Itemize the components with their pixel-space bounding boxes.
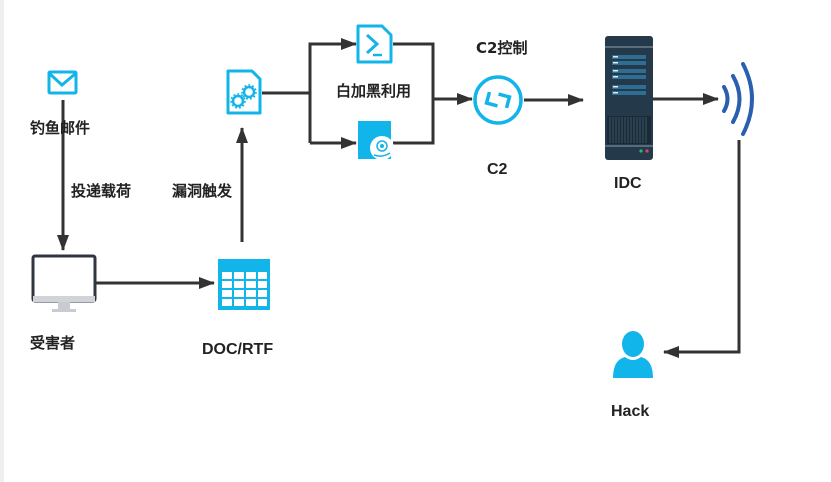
node-label-victim: 受害者 (30, 334, 76, 352)
wireless-signal-icon[interactable] (722, 62, 754, 136)
edge-label-vuln-trigger: 漏洞触发 (172, 182, 233, 200)
table-document-icon[interactable] (218, 259, 270, 310)
gear-document-icon[interactable] (226, 69, 262, 115)
edge-label-whitelist-abuse: 白加黑利用 (336, 82, 412, 100)
node-label-doc: DOC/RTF (202, 341, 274, 358)
edge-exploit-to-branches (262, 38, 357, 149)
user-icon[interactable] (613, 331, 653, 378)
left-edge-strip (0, 0, 4, 482)
installer-disc-icon[interactable] (358, 121, 394, 160)
node-label-phishing-mail: 钓鱼邮件 (30, 119, 91, 137)
node-label-c2: C2 (487, 161, 508, 178)
edge-label-c2-control: C2控制 (476, 39, 528, 57)
mail-icon[interactable] (47, 70, 78, 95)
edge-signal-to-hack (663, 140, 741, 358)
remote-connection-icon[interactable] (473, 75, 523, 125)
terminal-icon[interactable] (356, 24, 393, 64)
node-label-idc: IDC (614, 175, 642, 192)
edge-branches-to-c2 (393, 42, 473, 145)
edge-label-deliver-payload: 投递载荷 (71, 182, 132, 200)
monitor-icon[interactable] (31, 254, 97, 312)
server-tower-icon[interactable] (605, 36, 653, 160)
node-label-hack: Hack (611, 403, 650, 420)
